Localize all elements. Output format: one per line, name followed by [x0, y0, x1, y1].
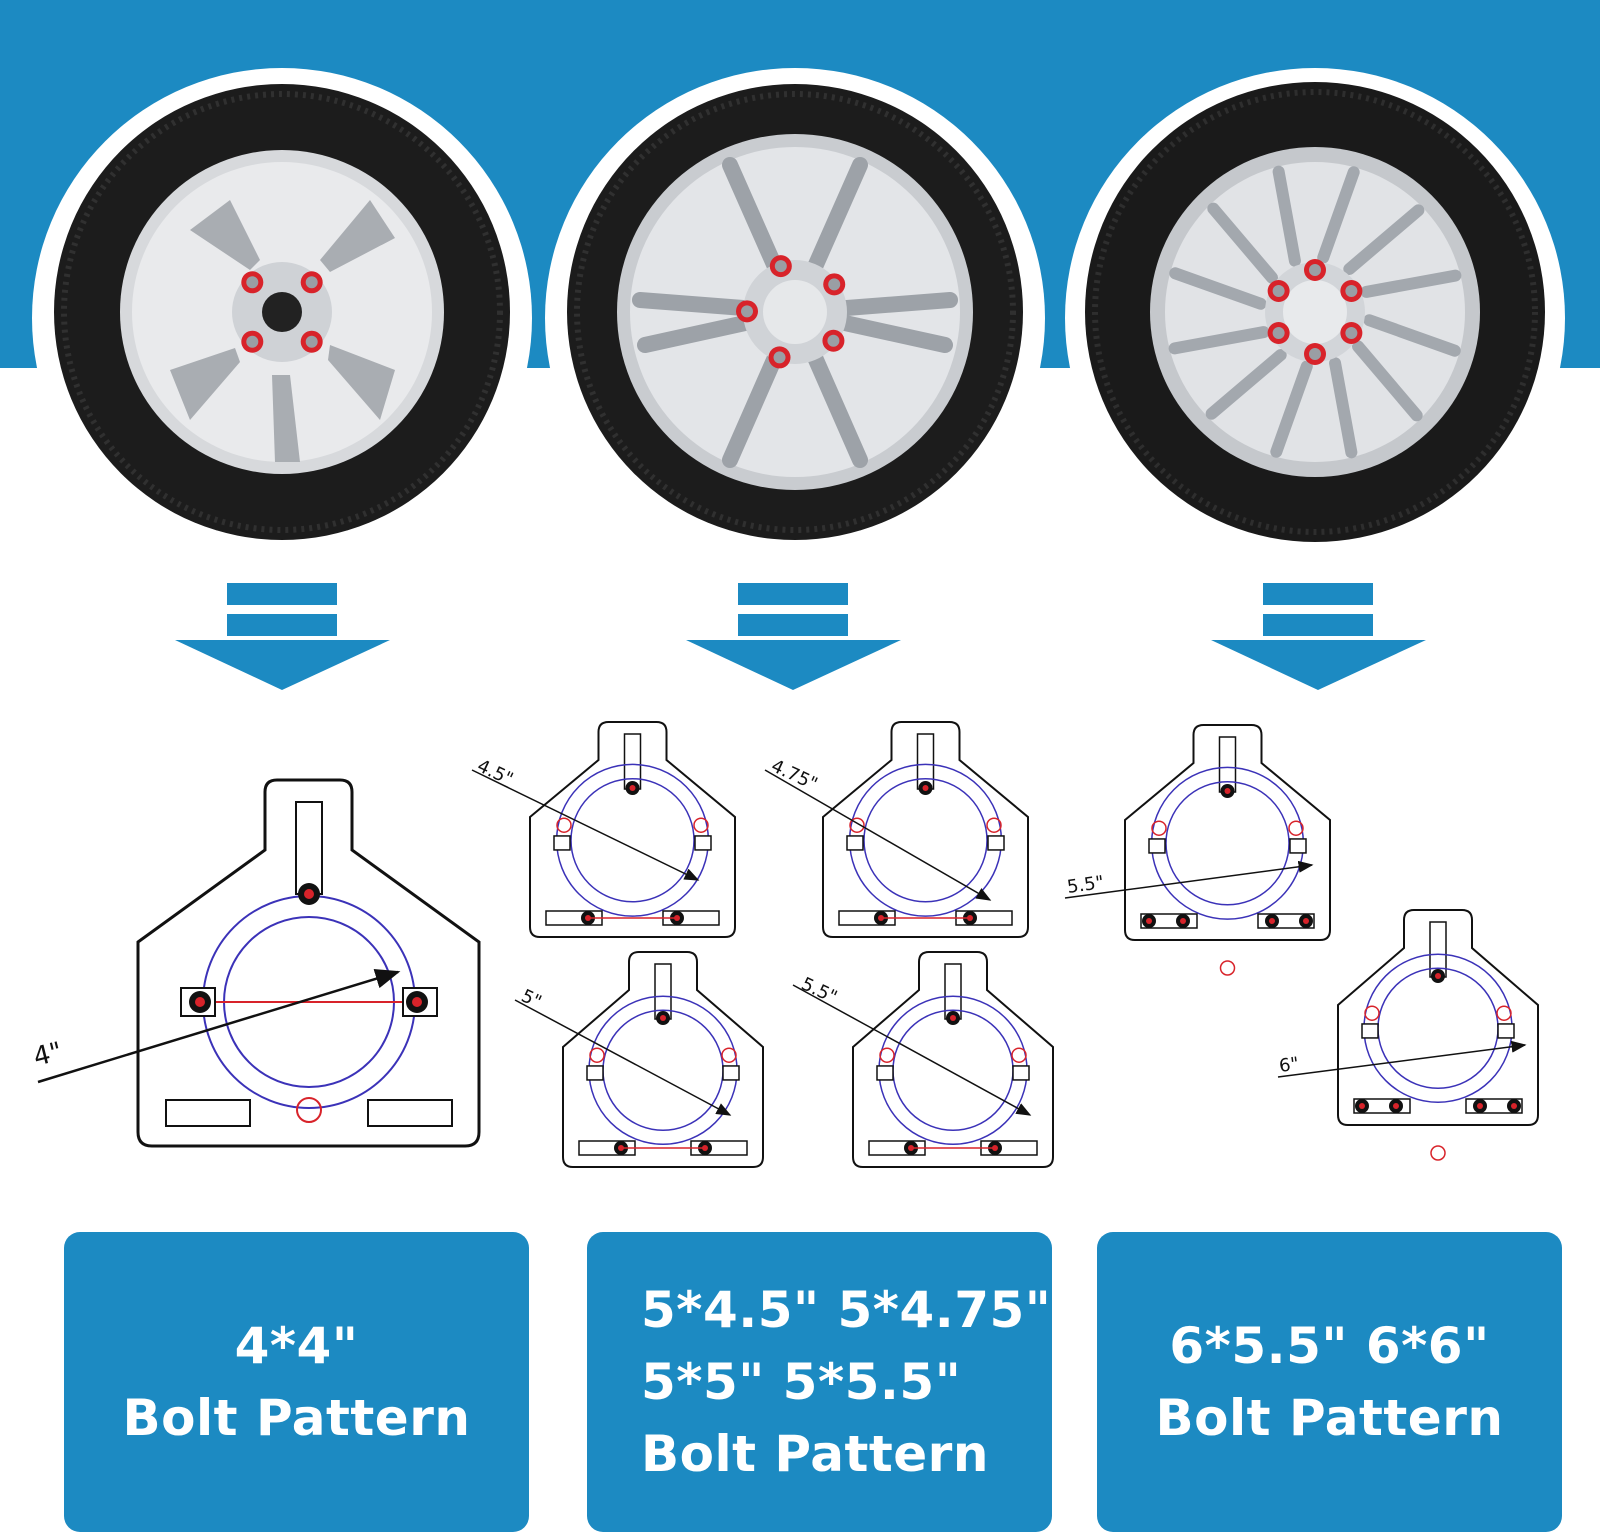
- down-arrow-icon: [175, 583, 390, 690]
- tire-icon: [567, 84, 1023, 540]
- down-arrow-icon: [1211, 583, 1426, 690]
- label-line: Bolt Pattern: [122, 1389, 471, 1447]
- bolt-template-diagram: 5.5": [1064, 724, 1331, 976]
- tire-icon: [1085, 82, 1545, 542]
- tire-icon: [54, 84, 510, 540]
- label-box-4-lug: 4*4" Bolt Pattern: [64, 1232, 529, 1532]
- lug-nuts: [1267, 259, 1363, 365]
- label-line: 4*4": [234, 1317, 359, 1375]
- measure-label: 5.5": [1066, 872, 1105, 898]
- label-box-6-lug: 6*5.5" 6*6" Bolt Pattern: [1097, 1232, 1562, 1532]
- label-line: 5*4.5" 5*4.75": [641, 1281, 1052, 1339]
- label-line: Bolt Pattern: [1155, 1389, 1504, 1447]
- measure-label: 6": [1278, 1053, 1300, 1077]
- down-arrow-icon: [686, 583, 901, 690]
- lug-nuts: [241, 271, 323, 353]
- measure-label: 5": [518, 985, 545, 1012]
- label-line: 5*5" 5*5.5": [641, 1353, 962, 1411]
- bolt-template-diagram: 4": [30, 778, 481, 1148]
- bolt-template-diagram: 4.5": [471, 721, 736, 938]
- label-line: Bolt Pattern: [641, 1425, 989, 1483]
- measure-label: 4.5": [474, 755, 516, 790]
- measure-label: 5.5": [798, 973, 840, 1008]
- measure-label: 4.75": [768, 755, 821, 794]
- measure-label: 4": [30, 1037, 65, 1073]
- bolt-template-diagram: 5": [514, 951, 764, 1168]
- bolt-template-diagram: 4.75": [764, 721, 1029, 938]
- label-line: 6*5.5" 6*6": [1169, 1317, 1490, 1375]
- bolt-template-diagram: 5.5": [792, 951, 1054, 1168]
- bolt-template-diagram: 6": [1278, 909, 1539, 1161]
- label-box-5-lug: 5*4.5" 5*4.75" 5*5" 5*5.5" Bolt Pattern: [587, 1232, 1052, 1532]
- lug-nuts: [736, 255, 846, 369]
